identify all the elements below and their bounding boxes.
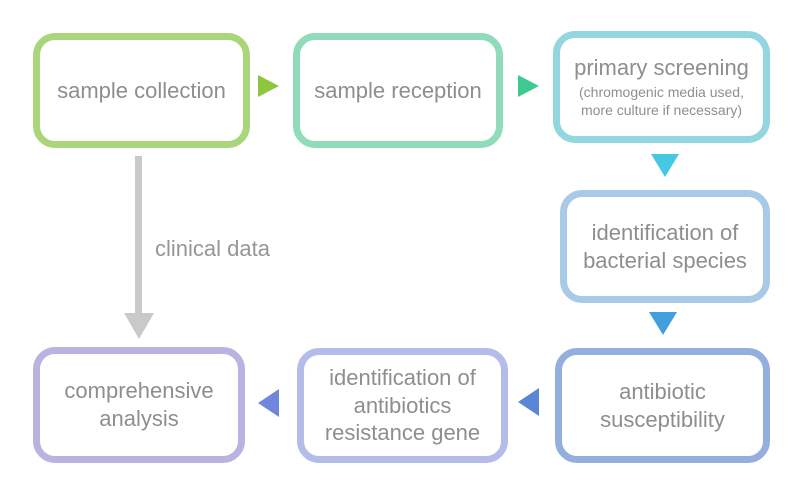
- node-label: comprehensive analysis: [64, 378, 214, 431]
- node-sublabel: (chromogenic media used, more culture if…: [579, 84, 744, 119]
- arrow-down-icon: [651, 154, 679, 177]
- flowchart-node-identification-of-antibiotics-resistance-gene: identification of antibiotics resistance…: [297, 348, 508, 463]
- node-label: identification of antibiotics resistance…: [324, 364, 481, 446]
- clinical-data-arrow-head-icon: [124, 313, 154, 339]
- flowchart-node-primary-screening: primary screening (chromogenic media use…: [553, 31, 770, 143]
- arrow-left-icon: [258, 389, 279, 417]
- flowchart-node-antibiotic-susceptibility: antibiotic susceptibility: [555, 348, 770, 463]
- clinical-data-arrow-line: [135, 156, 142, 314]
- flowchart-node-sample-collection: sample collection: [33, 33, 250, 148]
- node-label: antibiotic susceptibility: [600, 378, 725, 432]
- node-label: sample reception: [314, 77, 482, 103]
- clinical-data-label: clinical data: [155, 236, 270, 261]
- arrow-left-icon: [518, 388, 539, 416]
- node-label: sample collection: [57, 77, 226, 103]
- flowchart-node-sample-reception: sample reception: [293, 33, 503, 148]
- arrow-right-icon: [258, 75, 279, 97]
- arrow-down-icon: [649, 312, 677, 335]
- node-label: primary screening: [574, 55, 749, 81]
- flowchart-node-comprehensive-analysis: comprehensive analysis: [33, 347, 245, 463]
- arrow-right-icon: [518, 75, 539, 97]
- flowchart-node-identification-of-bacterial-species: identification of bacterial species: [560, 190, 770, 303]
- node-label: identification of bacterial species: [583, 219, 747, 273]
